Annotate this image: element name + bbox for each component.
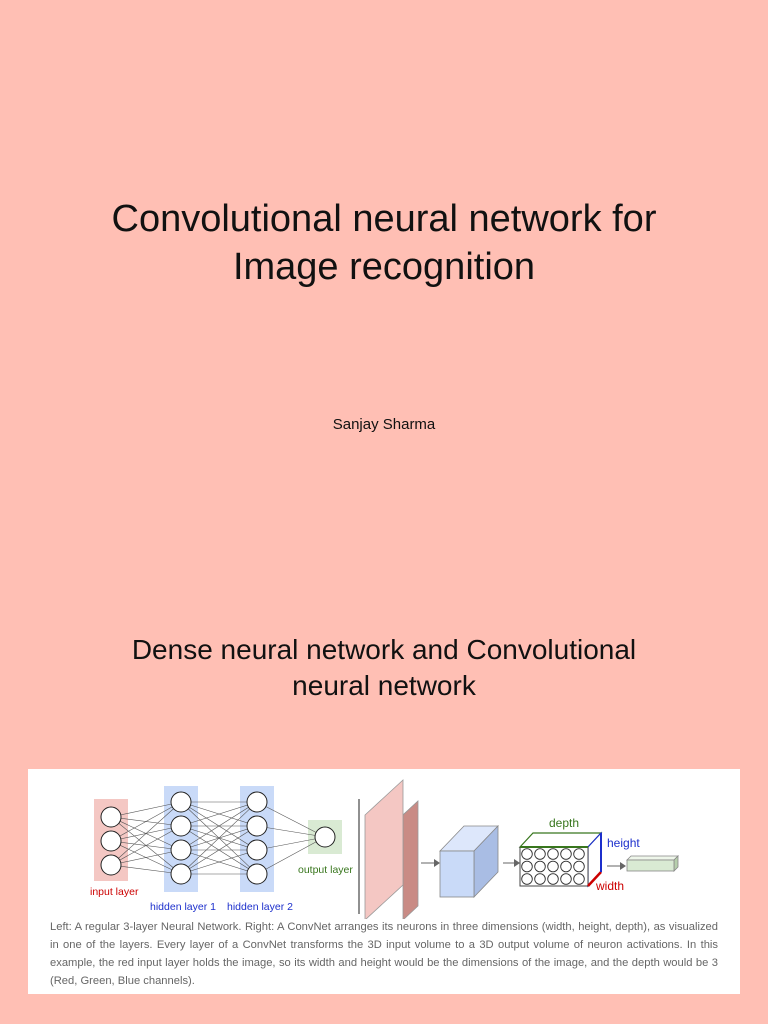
output-neuron: [314, 826, 336, 848]
connection-line: [110, 864, 182, 875]
width-label: width: [595, 879, 624, 893]
hidden-layer-2-label: hidden layer 2: [227, 901, 293, 913]
connection-line: [256, 825, 326, 838]
volume-neuron: [547, 873, 559, 885]
arrow-2-head: [514, 859, 520, 867]
section-title: Dense neural network and Convolutional n…: [0, 632, 768, 704]
connection-line: [180, 825, 258, 875]
width-axis: [587, 871, 602, 887]
figure-caption: Left: A regular 3-layer Neural Network. …: [50, 921, 718, 987]
volume-neuron: [521, 848, 533, 860]
hidden-cube-front: [439, 850, 475, 898]
input-neuron: [100, 830, 122, 852]
volume-top: [518, 832, 603, 848]
network-connections: [110, 801, 326, 875]
hidden1-neuron: [170, 863, 192, 885]
hidden1-neuron: [170, 815, 192, 837]
output-box-front: [626, 859, 675, 872]
connection-line: [256, 836, 326, 851]
volume-neuron: [547, 860, 559, 873]
hidden2-neuron: [246, 839, 268, 861]
convnet-input-side: [402, 800, 419, 919]
convnet-input-front: [364, 779, 404, 919]
volume-neuron: [573, 848, 585, 860]
network-neurons: [100, 791, 336, 885]
hidden2-neuron: [246, 791, 268, 813]
section-line-1: Dense neural network and Convolutional: [131, 634, 637, 665]
connection-line: [180, 849, 258, 875]
volume-neuron: [534, 860, 546, 873]
depth-label: depth: [549, 816, 579, 830]
volume-neuron: [521, 873, 533, 885]
hidden-layer-1-label: hidden layer 1: [150, 901, 216, 913]
output-layer-label: output layer: [298, 864, 353, 876]
connection-line: [180, 801, 258, 875]
output-box-top: [626, 855, 679, 861]
height-label: height: [607, 836, 640, 850]
hidden2-neuron: [246, 815, 268, 837]
volume-neuron: [534, 848, 546, 860]
volume-neuron: [573, 873, 585, 885]
connection-line: [110, 825, 182, 866]
title-line-2: Image recognition: [232, 246, 536, 288]
network-figure: input layer hidden layer 1 hidden layer …: [28, 769, 740, 994]
author-name: Sanjay Sharma: [332, 416, 436, 433]
arrow-3-head: [620, 862, 626, 870]
network-diagram: input layer hidden layer 1 hidden layer …: [90, 779, 679, 919]
hidden2-neuron: [246, 863, 268, 885]
arrow-1-head: [434, 859, 440, 867]
hidden1-neuron: [170, 839, 192, 861]
connection-line: [110, 801, 182, 866]
slide-title: Convolutional neural network for Image r…: [0, 195, 768, 291]
input-neuron: [100, 806, 122, 828]
hidden1-neuron: [170, 791, 192, 813]
volume-neuron-grid: [519, 846, 589, 887]
volume-neuron: [521, 860, 533, 873]
volume-neuron: [573, 860, 585, 873]
volume-neuron: [560, 848, 572, 860]
section-line-2: neural network: [292, 670, 476, 701]
connection-line: [180, 801, 258, 851]
input-layer-label: input layer: [90, 886, 139, 898]
connection-line: [180, 801, 258, 827]
volume-neuron: [534, 873, 546, 885]
connection-line: [110, 801, 182, 842]
connection-line: [256, 801, 326, 838]
volume-neuron: [560, 873, 572, 885]
volume-neuron: [547, 848, 559, 860]
title-line-1: Convolutional neural network for: [111, 198, 657, 240]
input-neuron: [100, 854, 122, 876]
connection-line: [110, 849, 182, 866]
volume-neuron: [560, 860, 572, 873]
connection-line: [110, 801, 182, 818]
connection-line: [256, 836, 326, 875]
